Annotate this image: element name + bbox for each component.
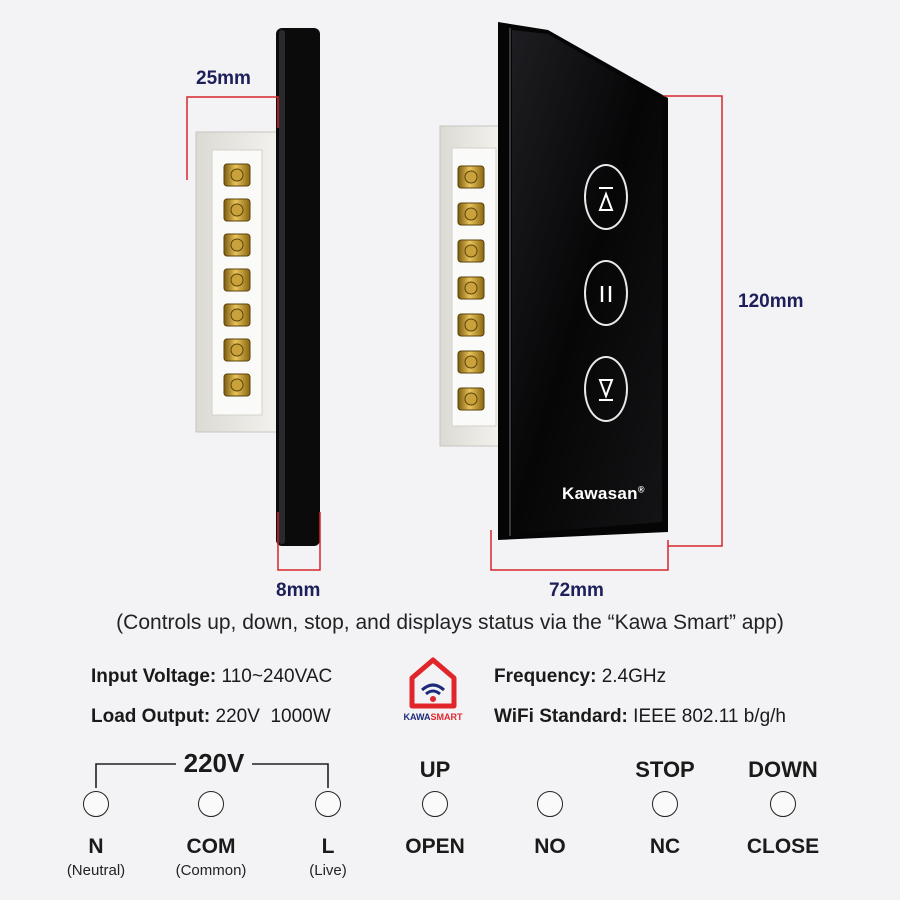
terminal-label: COM [186, 835, 236, 858]
spec-input-voltage: Input Voltage: 110~240VAC [91, 666, 333, 687]
screw-head [464, 318, 478, 332]
terminal-circle [422, 791, 448, 817]
front-view [439, 22, 668, 540]
screw-head [464, 207, 478, 221]
down-arrow-icon [598, 379, 614, 401]
terminal-description: (Common) [175, 862, 247, 879]
screw-head [230, 273, 244, 287]
spec-wifi-standard: WiFi Standard: IEEE 802.11 b/g/h [494, 706, 786, 727]
screw-head [464, 244, 478, 258]
touch-button-up[interactable] [584, 164, 628, 230]
terminal-label: CLOSE [746, 835, 820, 858]
touch-button-stop[interactable] [584, 260, 628, 326]
screw-head [464, 281, 478, 295]
terminal-label: OPEN [405, 835, 465, 858]
touch-button-down[interactable] [584, 356, 628, 422]
screw-head [230, 203, 244, 217]
up-arrow-icon [598, 187, 614, 211]
brand-name: Kawasan® [562, 484, 645, 503]
terminal-circle [770, 791, 796, 817]
pause-icon [600, 286, 612, 302]
screw-head [230, 168, 244, 182]
screw-head [230, 378, 244, 392]
terminal-circle [537, 791, 563, 817]
dimension-width: 72mm [549, 580, 604, 601]
screw-head [464, 392, 478, 406]
terminal-label: NC [649, 835, 681, 858]
house-wifi-icon [409, 657, 457, 709]
terminal-label: L [321, 835, 335, 858]
terminal-screws [223, 163, 251, 397]
screw-head [230, 238, 244, 252]
terminal-circle [652, 791, 678, 817]
terminal-screws [457, 165, 485, 411]
spec-frequency: Frequency: 2.4GHz [494, 666, 667, 687]
screw-head [464, 355, 478, 369]
supply-voltage-label: 220V [183, 748, 245, 778]
screw-head [464, 170, 478, 184]
side-view [195, 28, 320, 546]
dimension-thickness: 8mm [276, 580, 321, 601]
spec-load-output: Load Output: 220V 1000W [91, 706, 331, 727]
dimension-lines [186, 95, 723, 571]
terminal-function-label: UP [419, 757, 451, 782]
terminal-circle [83, 791, 109, 817]
dimension-height: 120mm [738, 291, 804, 312]
terminal-function-label: STOP [635, 757, 695, 782]
terminal-circle [315, 791, 341, 817]
screw-head [230, 308, 244, 322]
terminal-description: (Neutral) [66, 862, 126, 879]
dimension-depth: 25mm [196, 68, 251, 89]
kawasmart-logo: KAWASMART [398, 654, 468, 726]
terminal-label: NO [534, 835, 566, 858]
supply-bracket [95, 763, 329, 788]
screw-head [230, 343, 244, 357]
terminal-label: N [88, 835, 104, 858]
terminal-circle [198, 791, 224, 817]
terminal-description: (Live) [309, 862, 347, 879]
caption: (Controls up, down, stop, and displays s… [116, 611, 784, 634]
terminal-function-label: DOWN [748, 757, 818, 782]
